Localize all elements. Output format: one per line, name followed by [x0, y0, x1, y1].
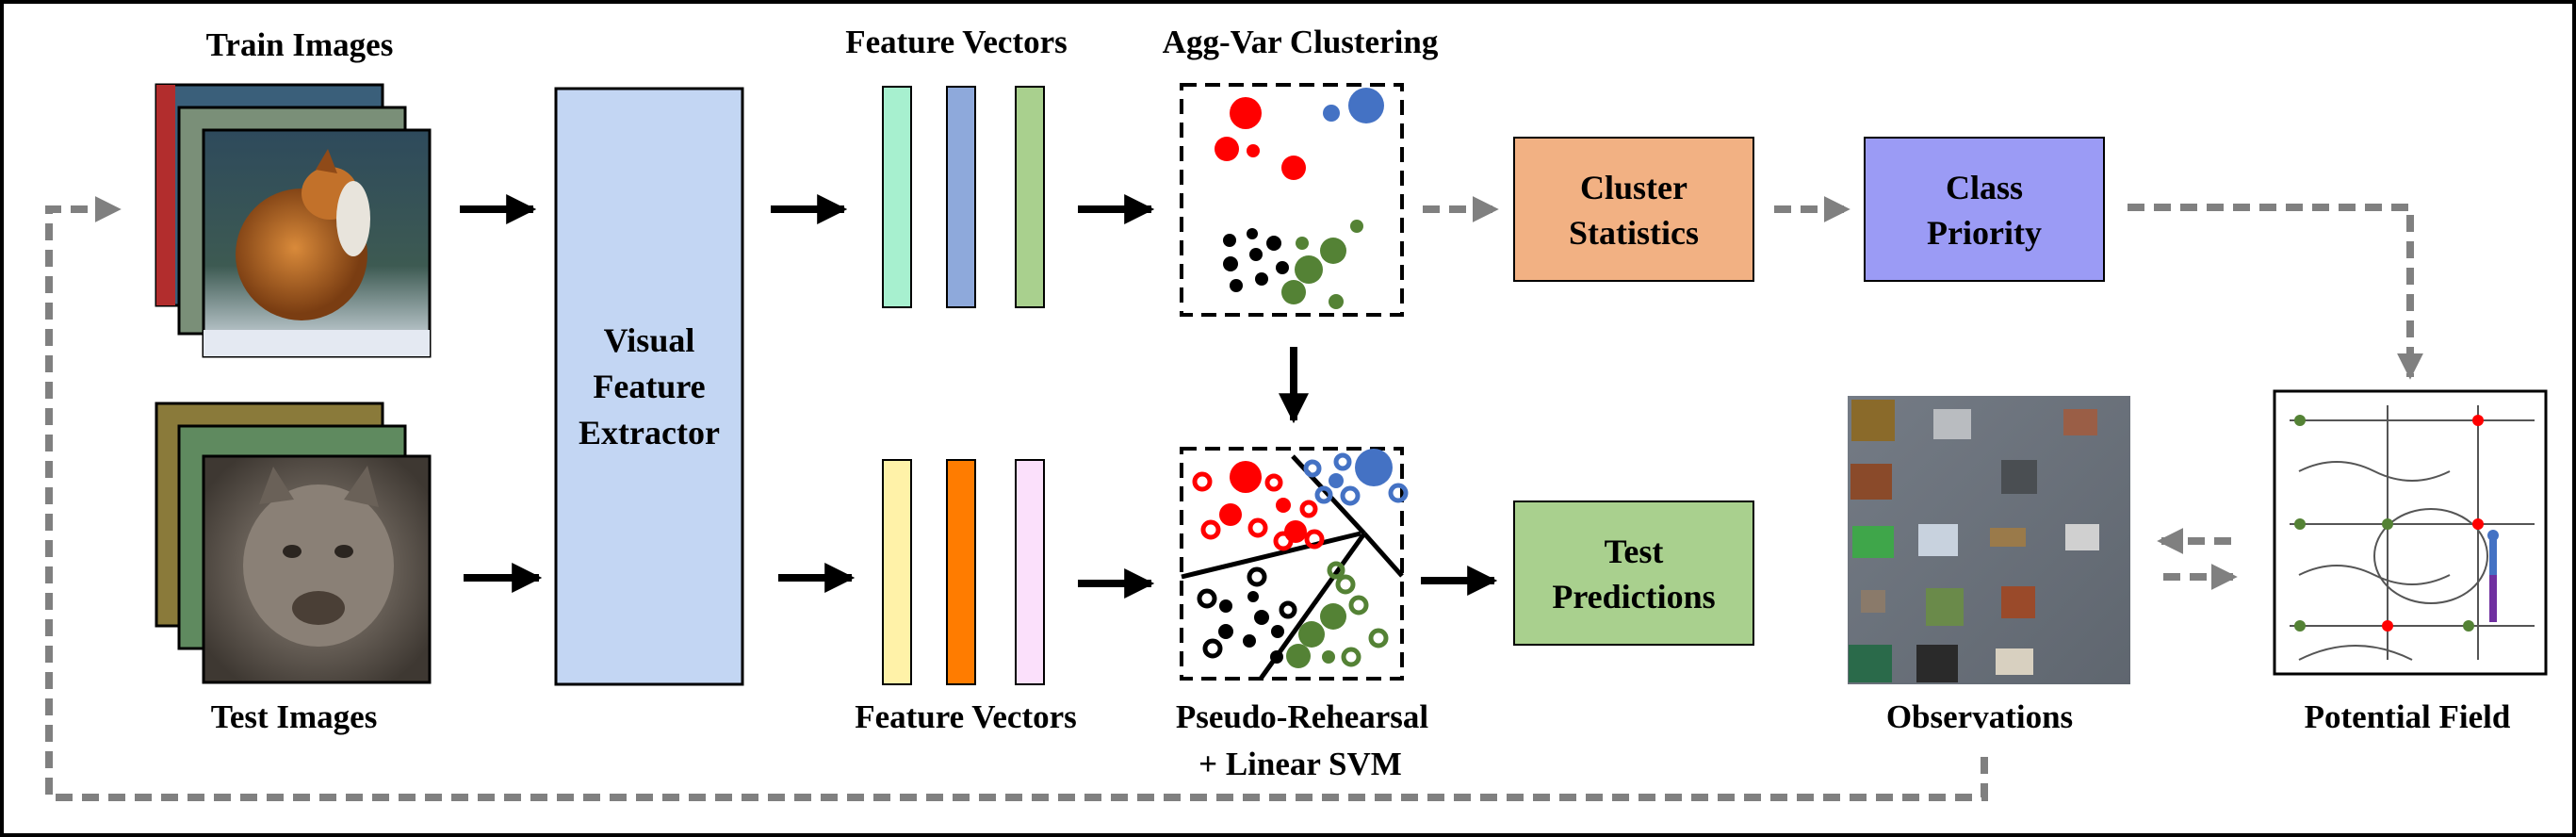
fv-bottom-2	[946, 459, 976, 685]
feature-vectors-top	[882, 86, 1045, 308]
class-priority-line2: Priority	[1927, 214, 2042, 252]
visual-feature-extractor-box	[554, 87, 744, 686]
fv-top-1	[882, 86, 912, 308]
potential-field-points	[2294, 415, 2484, 632]
potential-field-image	[2273, 389, 2548, 676]
extractor-line1: Visual	[604, 321, 695, 359]
agg-var-clustering-label: Agg-Var Clustering	[1163, 24, 1439, 60]
extractor-line3: Extractor	[579, 414, 720, 451]
potential-field-path	[2487, 530, 2499, 622]
cluster-stats-line1: Cluster	[1580, 169, 1687, 206]
test-images-label: Test Images	[211, 698, 378, 735]
cluster-statistics-box	[1513, 137, 1754, 282]
class-priority-box	[1864, 137, 2105, 282]
feedback-loop-arrow	[45, 196, 1988, 801]
feature-vectors-bottom	[882, 459, 1045, 685]
arrow-priority-to-field	[2128, 204, 2423, 380]
test-predictions-line1: Test	[1605, 533, 1664, 570]
test-images-stack	[155, 402, 432, 684]
class-priority-line1: Class	[1946, 169, 2023, 206]
fv-bottom-1	[882, 459, 912, 685]
feature-vectors-top-label: Feature Vectors	[845, 24, 1068, 60]
test-predictions-box	[1513, 501, 1754, 646]
potential-field-label: Potential Field	[2305, 698, 2511, 735]
rehearsal-points	[1192, 449, 1409, 668]
test-predictions-line2: Predictions	[1552, 578, 1715, 615]
observations-image	[1848, 396, 2130, 684]
train-images-stack	[155, 83, 432, 358]
cluster-stats-line2: Statistics	[1569, 214, 1699, 252]
fv-top-2	[946, 86, 976, 308]
observations-label: Observations	[1886, 698, 2073, 735]
cluster-points	[1215, 88, 1384, 309]
feature-vectors-bottom-label: Feature Vectors	[855, 698, 1077, 735]
rehearsal-panel	[1180, 447, 1404, 681]
fv-top-3	[1015, 86, 1045, 308]
rehearsal-label-line1: Pseudo-Rehearsal	[1176, 698, 1429, 735]
extractor-line2: Feature	[593, 368, 705, 405]
fv-bottom-3	[1015, 459, 1045, 685]
rehearsal-label-line2: + Linear SVM	[1198, 746, 1402, 782]
train-images-label: Train Images	[206, 26, 394, 63]
potential-field-vectors	[2290, 405, 2535, 661]
